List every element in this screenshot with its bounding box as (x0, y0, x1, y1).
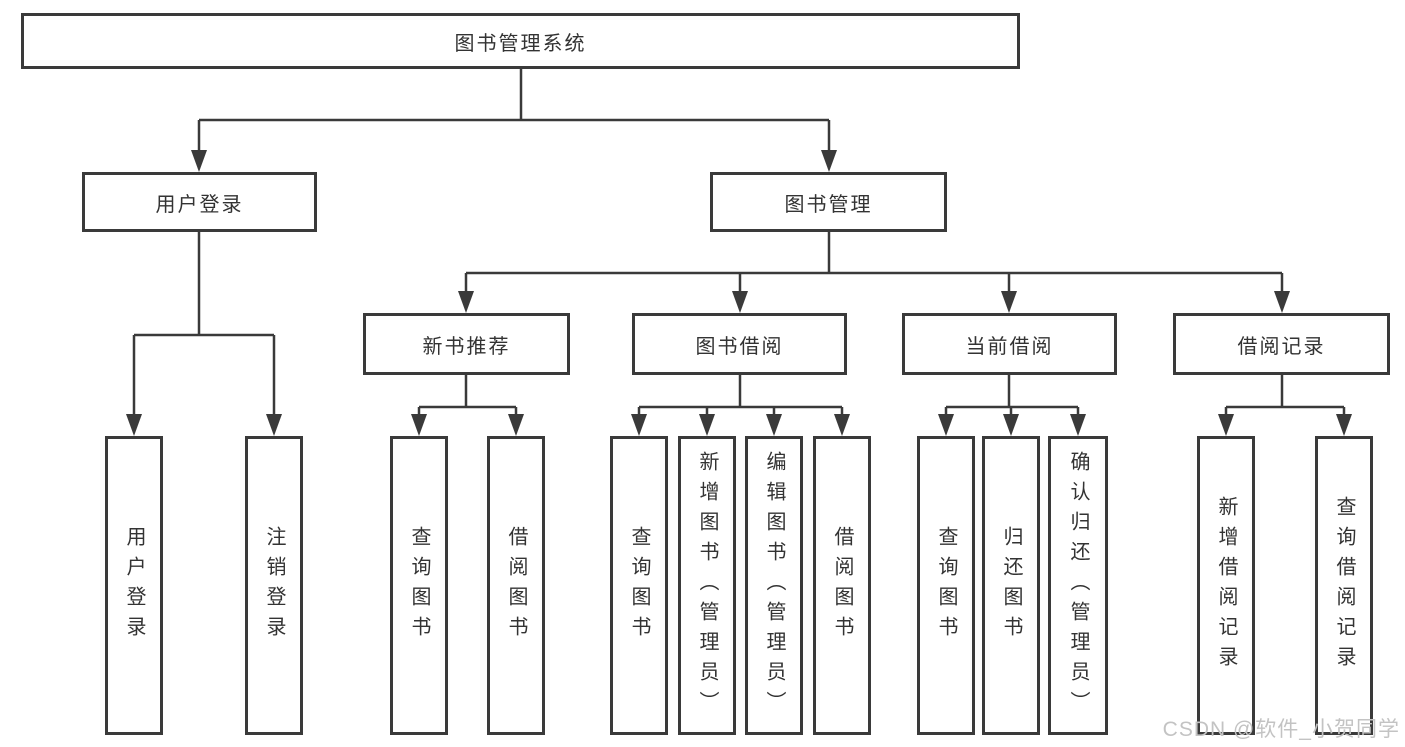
arrowhead (508, 414, 524, 436)
arrowhead (1274, 291, 1290, 313)
node-book-borrow: 图书借阅 (632, 313, 847, 375)
node-borrow-records: 借阅记录 (1173, 313, 1390, 375)
leaf-add-borrow-record: 新增借阅记录 (1197, 436, 1255, 735)
leaf-logout: 注销登录 (245, 436, 303, 735)
arrowhead (266, 414, 282, 436)
node-new-book-recommend: 新书推荐 (363, 313, 570, 375)
arrowhead (766, 414, 782, 436)
arrowhead (1001, 291, 1017, 313)
leaf-query-books-borrow: 查询图书 (610, 436, 668, 735)
leaf-confirm-return-admin: 确认归还（管理员） (1048, 436, 1108, 735)
arrowhead (411, 414, 427, 436)
arrowhead (699, 414, 715, 436)
arrowhead (732, 291, 748, 313)
arrowhead (458, 291, 474, 313)
node-current-borrow: 当前借阅 (902, 313, 1117, 375)
leaf-borrow-books: 借阅图书 (813, 436, 871, 735)
leaf-query-borrow-record: 查询借阅记录 (1315, 436, 1373, 735)
leaf-borrow-books-recommend: 借阅图书 (487, 436, 545, 735)
arrowhead (821, 150, 837, 172)
leaf-edit-book-admin: 编辑图书（管理员） (745, 436, 803, 735)
arrowhead (126, 414, 142, 436)
csdn-watermark: CSDN @软件_小贺同学 (1162, 718, 1400, 741)
arrowhead (1218, 414, 1234, 436)
arrowhead (938, 414, 954, 436)
leaf-user-login: 用户登录 (105, 436, 163, 735)
arrowhead (1003, 414, 1019, 436)
arrowhead (191, 150, 207, 172)
leaf-query-books-recommend: 查询图书 (390, 436, 448, 735)
leaf-return-book: 归还图书 (982, 436, 1040, 735)
arrowhead (834, 414, 850, 436)
leaf-add-book-admin: 新增图书（管理员） (678, 436, 736, 735)
leaf-query-books-current: 查询图书 (917, 436, 975, 735)
arrowhead (631, 414, 647, 436)
arrowhead (1336, 414, 1352, 436)
node-user-login: 用户登录 (82, 172, 317, 232)
node-root-system: 图书管理系统 (21, 13, 1020, 69)
node-book-management: 图书管理 (710, 172, 947, 232)
arrowhead (1070, 414, 1086, 436)
